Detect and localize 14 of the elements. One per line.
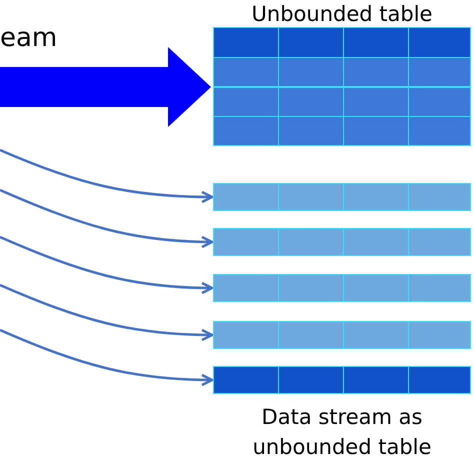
block-arrow — [0, 47, 211, 127]
edge-label: eam — [0, 22, 58, 54]
curved-arrow — [0, 236, 214, 294]
curved-arrow — [0, 284, 214, 342]
table-caption: Data stream as unbounded table — [252, 404, 432, 461]
curved-arrow — [0, 188, 214, 248]
table-row — [213, 183, 471, 211]
table-title: Unbounded table — [250, 2, 434, 26]
table-row — [213, 366, 471, 394]
curved-arrow — [0, 148, 214, 204]
curved-arrow — [0, 328, 214, 386]
table-row — [213, 321, 471, 349]
table-row — [213, 274, 471, 302]
table-row — [213, 228, 471, 256]
